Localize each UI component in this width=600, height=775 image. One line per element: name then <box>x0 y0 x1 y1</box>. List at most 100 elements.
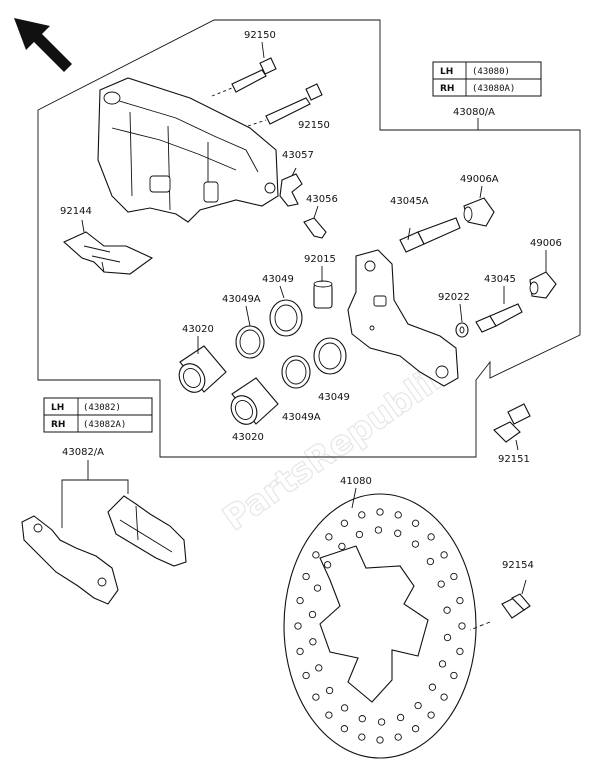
pad-table-lh-side: LH <box>51 403 64 413</box>
disc-hole <box>313 584 322 592</box>
seal-43049-lower <box>313 337 347 375</box>
disc-hole <box>411 519 420 527</box>
disc-hole <box>294 622 302 630</box>
label-41080: 41080 <box>340 476 372 487</box>
disc-hole <box>302 671 310 680</box>
pad-table-rh-side: RH <box>51 420 65 430</box>
disc-hole <box>394 529 402 537</box>
disc-hole <box>358 511 366 519</box>
sleeve-92015 <box>313 280 333 309</box>
piston-43020-lower <box>230 377 279 425</box>
disc-hole <box>394 511 402 519</box>
disc-hole <box>428 683 437 691</box>
label-92150-lower: 92150 <box>298 120 330 131</box>
disc-hole <box>376 736 384 744</box>
disc-hole <box>450 572 458 581</box>
disc-hole <box>302 572 310 581</box>
disc-hole <box>414 701 422 710</box>
pad-table-rh-part: (43082A) <box>83 420 126 430</box>
caliper-table-lh-part: (43080) <box>472 67 510 77</box>
caliper-variant-table: LH (43080) RH (43080A) 43080/A <box>432 61 542 130</box>
disc-hole <box>437 580 445 588</box>
label-92151: 92151 <box>498 454 530 465</box>
disc-hole <box>323 561 332 569</box>
disc-hole <box>338 542 346 551</box>
disc-hole <box>376 508 384 516</box>
disc-hole <box>312 551 320 559</box>
brake-disc-41080 <box>283 487 477 759</box>
caliper-assembly-outline <box>37 19 581 458</box>
disc-hole <box>296 596 304 605</box>
caliper-table-rh-side: RH <box>440 84 454 94</box>
disc-hole <box>438 660 447 668</box>
label-92015: 92015 <box>304 254 336 265</box>
boot-49006a <box>463 185 495 227</box>
caliper-bracket <box>347 249 459 387</box>
label-43049-upper: 43049 <box>262 274 294 285</box>
label-43045a: 43045A <box>390 196 429 207</box>
disc-hole <box>312 693 320 701</box>
disc-hole <box>458 622 466 630</box>
caliper-body <box>97 77 279 223</box>
brake-pad-left <box>21 515 119 605</box>
disc-hole <box>440 551 448 559</box>
seal-43049a-lower <box>281 355 311 389</box>
label-43045: 43045 <box>484 274 516 285</box>
label-43020-upper: 43020 <box>182 324 214 335</box>
disc-hole <box>450 671 458 680</box>
disc-hole <box>411 725 420 733</box>
disc-hole <box>411 540 420 548</box>
label-92154: 92154 <box>502 560 534 571</box>
disc-hole <box>456 647 464 656</box>
pad-spring-92144 <box>63 219 154 275</box>
disc-hole <box>427 533 435 541</box>
disc-hole <box>340 704 349 712</box>
seal-43049a-upper <box>235 325 265 359</box>
piston-43020-upper <box>178 345 227 393</box>
disc-hole <box>325 711 333 719</box>
disc-hole <box>308 610 317 619</box>
disc-hole <box>427 711 435 719</box>
label-43020-lower: 43020 <box>232 432 264 443</box>
disc-hole <box>396 713 405 722</box>
bolt-92151 <box>493 403 531 451</box>
disc-hole <box>340 519 349 527</box>
brake-pad-right <box>107 495 187 567</box>
disc-hole <box>325 533 333 541</box>
disc-hole <box>355 530 364 539</box>
disc-hole <box>340 725 349 733</box>
caliper-assembly-ref: 43080/A <box>453 107 495 118</box>
boot-49006 <box>529 271 557 299</box>
pin-43045 <box>475 303 523 333</box>
disc-hole <box>394 733 402 741</box>
disc-hole <box>456 596 464 605</box>
disc-hole <box>358 715 366 723</box>
label-92022: 92022 <box>438 292 470 303</box>
disc-hole <box>377 718 386 726</box>
label-43049a-lower: 43049A <box>282 412 321 423</box>
pad-table-lh-part: (43082) <box>83 403 121 413</box>
label-92144: 92144 <box>60 206 92 217</box>
disc-hole <box>309 638 317 646</box>
slide-pin-92150-lower <box>247 83 323 127</box>
disc-hole <box>443 606 451 614</box>
caliper-table-rh-part: (43080A) <box>472 84 515 94</box>
disc-hole <box>325 686 334 695</box>
label-43056: 43056 <box>306 194 338 205</box>
label-43049-lower: 43049 <box>318 392 350 403</box>
disc-hole <box>358 733 366 741</box>
label-43049a-upper: 43049A <box>222 294 261 305</box>
disc-hole <box>440 693 448 701</box>
label-43057: 43057 <box>282 150 314 161</box>
washer-92022 <box>455 322 469 338</box>
disc-hole <box>426 557 435 566</box>
disc-hole <box>296 647 304 656</box>
pin-43045a <box>399 217 461 253</box>
slide-pin-92150-upper <box>211 57 277 97</box>
label-49006: 49006 <box>530 238 562 249</box>
disc-bolt-92154 <box>469 579 531 631</box>
front-direction-arrow-icon <box>14 18 72 72</box>
seal-43049-upper <box>269 299 303 337</box>
